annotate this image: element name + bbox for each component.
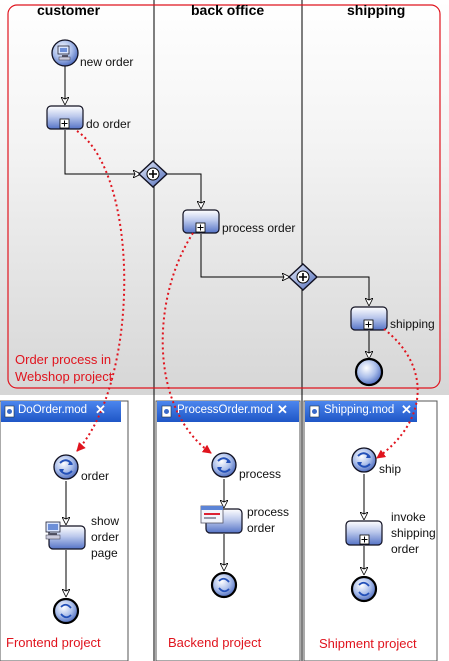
sequence-flow [167, 173, 201, 208]
sequence-flow [64, 130, 140, 174]
tab-shipping-close-icon[interactable]: ✕ [401, 402, 412, 417]
invoke-shipping-order-task[interactable] [345, 520, 383, 546]
lane-title-shipping: shipping [347, 2, 406, 18]
lane-title-back-office: back office [191, 2, 265, 18]
process-order-subtask-label-line2: order [247, 521, 276, 535]
lane-title-customer: customer [37, 2, 101, 18]
ship-end-event[interactable] [350, 575, 378, 603]
tab-process-order[interactable] [157, 401, 299, 422]
webshop-project-label-line2: Webshop project [15, 369, 113, 384]
process-end-event[interactable] [210, 571, 238, 599]
webshop-project-label-line1: Order process in [15, 352, 112, 367]
process-order-label: process order [222, 221, 296, 235]
new-order-label: new order [80, 55, 134, 69]
tab-shipping[interactable] [305, 401, 417, 422]
shipping-task-label: shipping [390, 317, 435, 331]
ship-start-event[interactable] [351, 447, 377, 473]
file-icon [161, 405, 172, 418]
frontend-project-label: Frontend project [6, 635, 101, 650]
process-start-event[interactable] [211, 452, 237, 478]
end-event[interactable] [354, 357, 384, 387]
tab-do-order[interactable] [1, 401, 121, 422]
process-order-subtask[interactable] [200, 505, 243, 534]
parallel-gateway[interactable] [137, 160, 169, 188]
sequence-flow [317, 276, 369, 305]
process-order-subtask-label-line1: process [247, 505, 290, 519]
new-order-start-event[interactable] [51, 39, 79, 67]
file-icon [309, 405, 320, 418]
tab-do-order-label[interactable]: DoOrder.mod [18, 404, 88, 416]
tab-process-order-close-icon[interactable]: ✕ [277, 402, 288, 417]
tab-do-order-close-icon[interactable]: ✕ [95, 402, 106, 417]
subprocess-link [76, 130, 126, 452]
invoke-shipping-order-label-line2: shipping [391, 526, 436, 540]
shipment-project-label: Shipment project [319, 636, 417, 651]
invoke-shipping-order-label-line1: invoke [391, 510, 426, 524]
ship-start-label: ship [379, 462, 402, 476]
backend-project-label: Backend project [168, 635, 262, 650]
process-order-task[interactable] [182, 209, 220, 234]
tab-shipping-label[interactable]: Shipping.mod [324, 404, 395, 416]
order-start-event[interactable] [53, 454, 79, 480]
do-order-task[interactable] [46, 105, 84, 130]
order-start-label: order [81, 469, 110, 483]
sequence-flow [200, 234, 289, 277]
file-icon [4, 405, 15, 418]
invoke-shipping-order-label-line3: order [391, 542, 420, 556]
parallel-gateway[interactable] [287, 263, 319, 291]
subprocess-link [161, 232, 212, 454]
webshop-project-frame [7, 4, 441, 389]
show-order-page-task[interactable] [45, 521, 86, 550]
show-order-page-label-line2: order [91, 530, 120, 544]
order-end-event[interactable] [52, 597, 80, 625]
do-order-label: do order [86, 117, 131, 131]
shipping-task[interactable] [350, 306, 388, 331]
show-order-page-label-line1: show [91, 514, 120, 528]
show-order-page-label-line3: page [91, 546, 118, 560]
process-start-label: process [239, 467, 282, 481]
tab-process-order-label[interactable]: ProcessOrder.mod [177, 404, 273, 416]
